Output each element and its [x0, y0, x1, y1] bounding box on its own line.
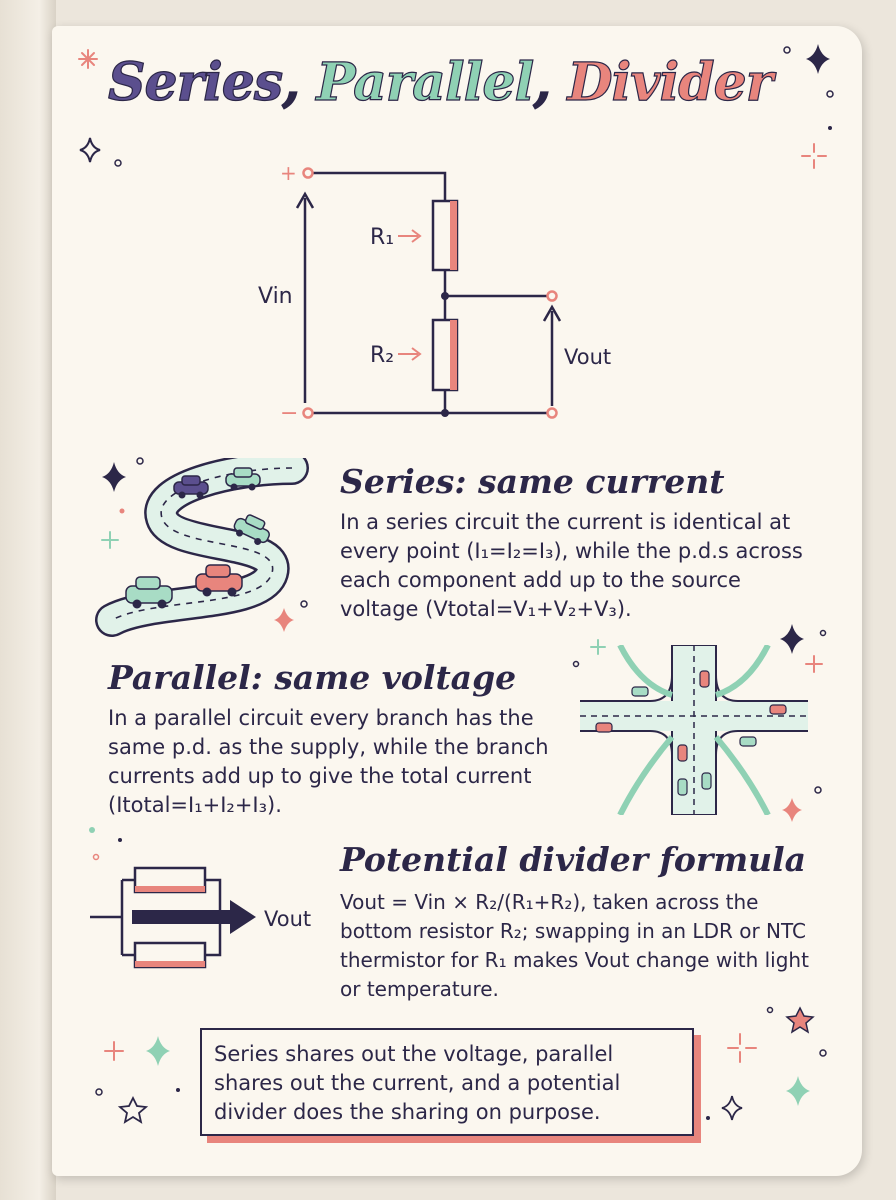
dot-icon — [136, 457, 144, 465]
title-parallel: Parallel — [316, 51, 535, 113]
minus-label: − — [280, 401, 298, 426]
car-icon — [631, 686, 649, 697]
winding-road-illustration — [95, 458, 309, 637]
dot-icon — [176, 1088, 180, 1092]
car-icon — [125, 576, 173, 609]
dot-icon — [706, 1116, 710, 1120]
sparkle-icon — [721, 1095, 743, 1121]
car-icon — [769, 704, 787, 715]
arrow-icon — [398, 229, 422, 243]
star-icon — [785, 1006, 815, 1034]
sparkle-icon — [805, 655, 823, 673]
star-icon — [102, 462, 126, 492]
dot-icon — [814, 786, 822, 794]
car-icon — [677, 778, 688, 796]
notebook-spine — [0, 0, 56, 1200]
arrow-icon — [132, 900, 256, 934]
dot-icon — [118, 838, 122, 842]
dot-icon — [114, 159, 122, 167]
diagram-vout-label: Vout — [264, 907, 311, 931]
vin-label: Vin — [258, 284, 293, 309]
car-icon — [595, 722, 613, 733]
sparkle-icon — [79, 137, 101, 163]
arrow-icon — [398, 347, 422, 361]
junction-node — [441, 409, 449, 417]
sparkle-icon — [801, 143, 827, 169]
car-icon — [225, 467, 261, 491]
divider-heading: Potential divider formula — [340, 840, 807, 879]
title-comma: , — [533, 51, 552, 113]
dot-icon — [119, 508, 125, 514]
dot-icon — [766, 1006, 774, 1014]
sparkle-icon — [590, 639, 606, 655]
terminal-output — [546, 290, 558, 302]
dot-icon — [826, 90, 834, 98]
r1-label: R₁ — [370, 225, 394, 250]
vout-label: Vout — [564, 345, 611, 369]
car-icon — [173, 475, 209, 499]
dot-icon — [819, 629, 827, 637]
dot-icon — [89, 827, 95, 833]
dot-icon — [95, 1088, 103, 1096]
dot-icon — [92, 853, 100, 861]
potential-divider-circuit: + − R₁ R₂ Vin Vout — [258, 161, 611, 426]
plus-label: + — [280, 161, 297, 185]
wire-top — [308, 171, 447, 201]
series-heading: Series: same current — [340, 462, 725, 501]
star-icon — [806, 44, 830, 74]
series-body: In a series circuit the current is ident… — [340, 510, 803, 621]
sparkle-icon — [727, 1033, 757, 1063]
title-comma: , — [282, 51, 301, 113]
sparkle-icon — [101, 531, 119, 549]
sparkle-icon — [104, 1041, 124, 1061]
junction-node — [441, 292, 449, 300]
parallel-body: In a parallel circuit every branch has t… — [108, 706, 549, 817]
car-icon — [701, 772, 712, 790]
star-icon — [780, 624, 804, 654]
star-icon — [146, 1036, 170, 1066]
sparkle-icon — [78, 49, 98, 69]
terminal-output — [546, 407, 558, 419]
car-icon — [233, 514, 270, 545]
title-series: Series — [107, 51, 283, 113]
summary-text: Series shares out the voltage, parallel … — [214, 1042, 621, 1124]
car-icon — [677, 744, 688, 762]
divider-body: Vout = Vin × R₂/(R₁+R₂), taken across th… — [340, 890, 809, 1001]
title-divider: Divider — [567, 51, 774, 113]
r2-label: R₂ — [370, 343, 394, 368]
star-icon — [117, 1095, 149, 1124]
car-icon — [195, 564, 243, 597]
dot-icon — [572, 660, 580, 668]
dot-icon — [828, 126, 832, 130]
parallel-heading: Parallel: same voltage — [108, 658, 517, 697]
star-icon — [782, 798, 802, 822]
dot-icon — [783, 46, 791, 54]
page-title: Series, Parallel, Divider — [107, 51, 774, 113]
terminal-negative — [302, 407, 314, 419]
dot-icon — [819, 1049, 827, 1057]
terminal-positive — [302, 167, 314, 179]
star-icon — [274, 608, 294, 632]
car-icon — [699, 670, 710, 688]
dot-icon — [300, 600, 308, 608]
parallel-roads-illustration — [580, 645, 808, 815]
car-icon — [739, 736, 757, 747]
star-icon — [786, 1076, 810, 1106]
parallel-resistor-diagram: Vout — [90, 866, 311, 969]
summary-callout: Series shares out the voltage, parallel … — [200, 1028, 694, 1136]
wire-bottom — [308, 390, 447, 415]
